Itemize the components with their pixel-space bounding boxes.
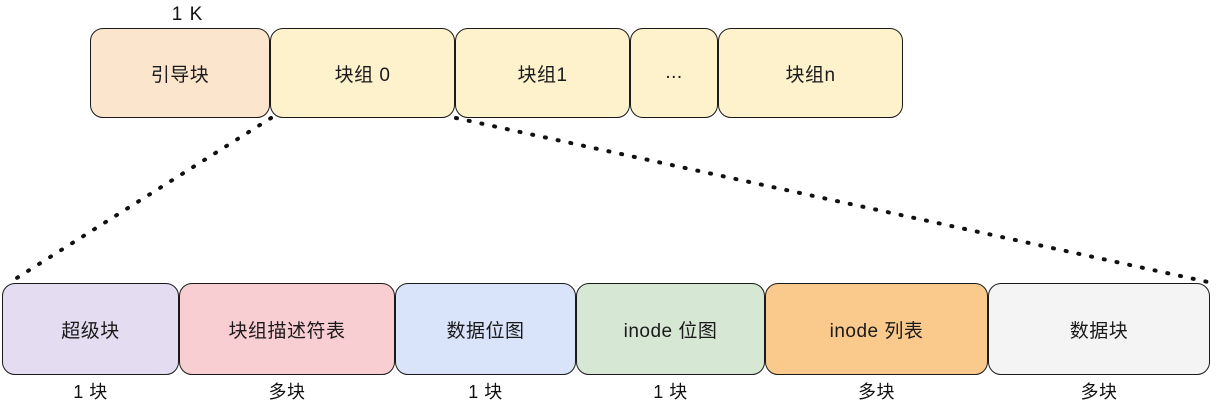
sublabel-group-descriptor: 多块 xyxy=(268,382,306,402)
node-boot-block: 引导块 xyxy=(90,28,270,118)
sublabel-data-bitmap: 1 块 xyxy=(468,382,503,402)
node-data-bitmap: 数据位图 xyxy=(395,283,576,375)
node-inode-bitmap: inode 位图 xyxy=(576,283,765,375)
node-super-block: 超级块 xyxy=(2,283,179,375)
node-block-group-0: 块组 0 xyxy=(270,28,455,118)
sublabel-inode-table: 多块 xyxy=(858,382,895,402)
expand-line-left xyxy=(10,116,273,283)
node-data-blocks: 数据块 xyxy=(988,283,1210,375)
sublabel-data-blocks: 多块 xyxy=(1080,382,1118,402)
node-group-descriptor: 块组描述符表 xyxy=(179,283,395,375)
node-inode-table: inode 列表 xyxy=(765,283,988,375)
node-block-group-ellipsis: ... xyxy=(630,28,718,118)
sublabel-inode-bitmap: 1 块 xyxy=(653,382,688,402)
sublabel-super-block: 1 块 xyxy=(73,382,108,402)
node-block-group-n: 块组n xyxy=(718,28,903,118)
node-block-group-1: 块组1 xyxy=(455,28,630,118)
scale-label-1k: 1 K xyxy=(171,4,204,25)
expand-line-right xyxy=(454,116,1210,284)
